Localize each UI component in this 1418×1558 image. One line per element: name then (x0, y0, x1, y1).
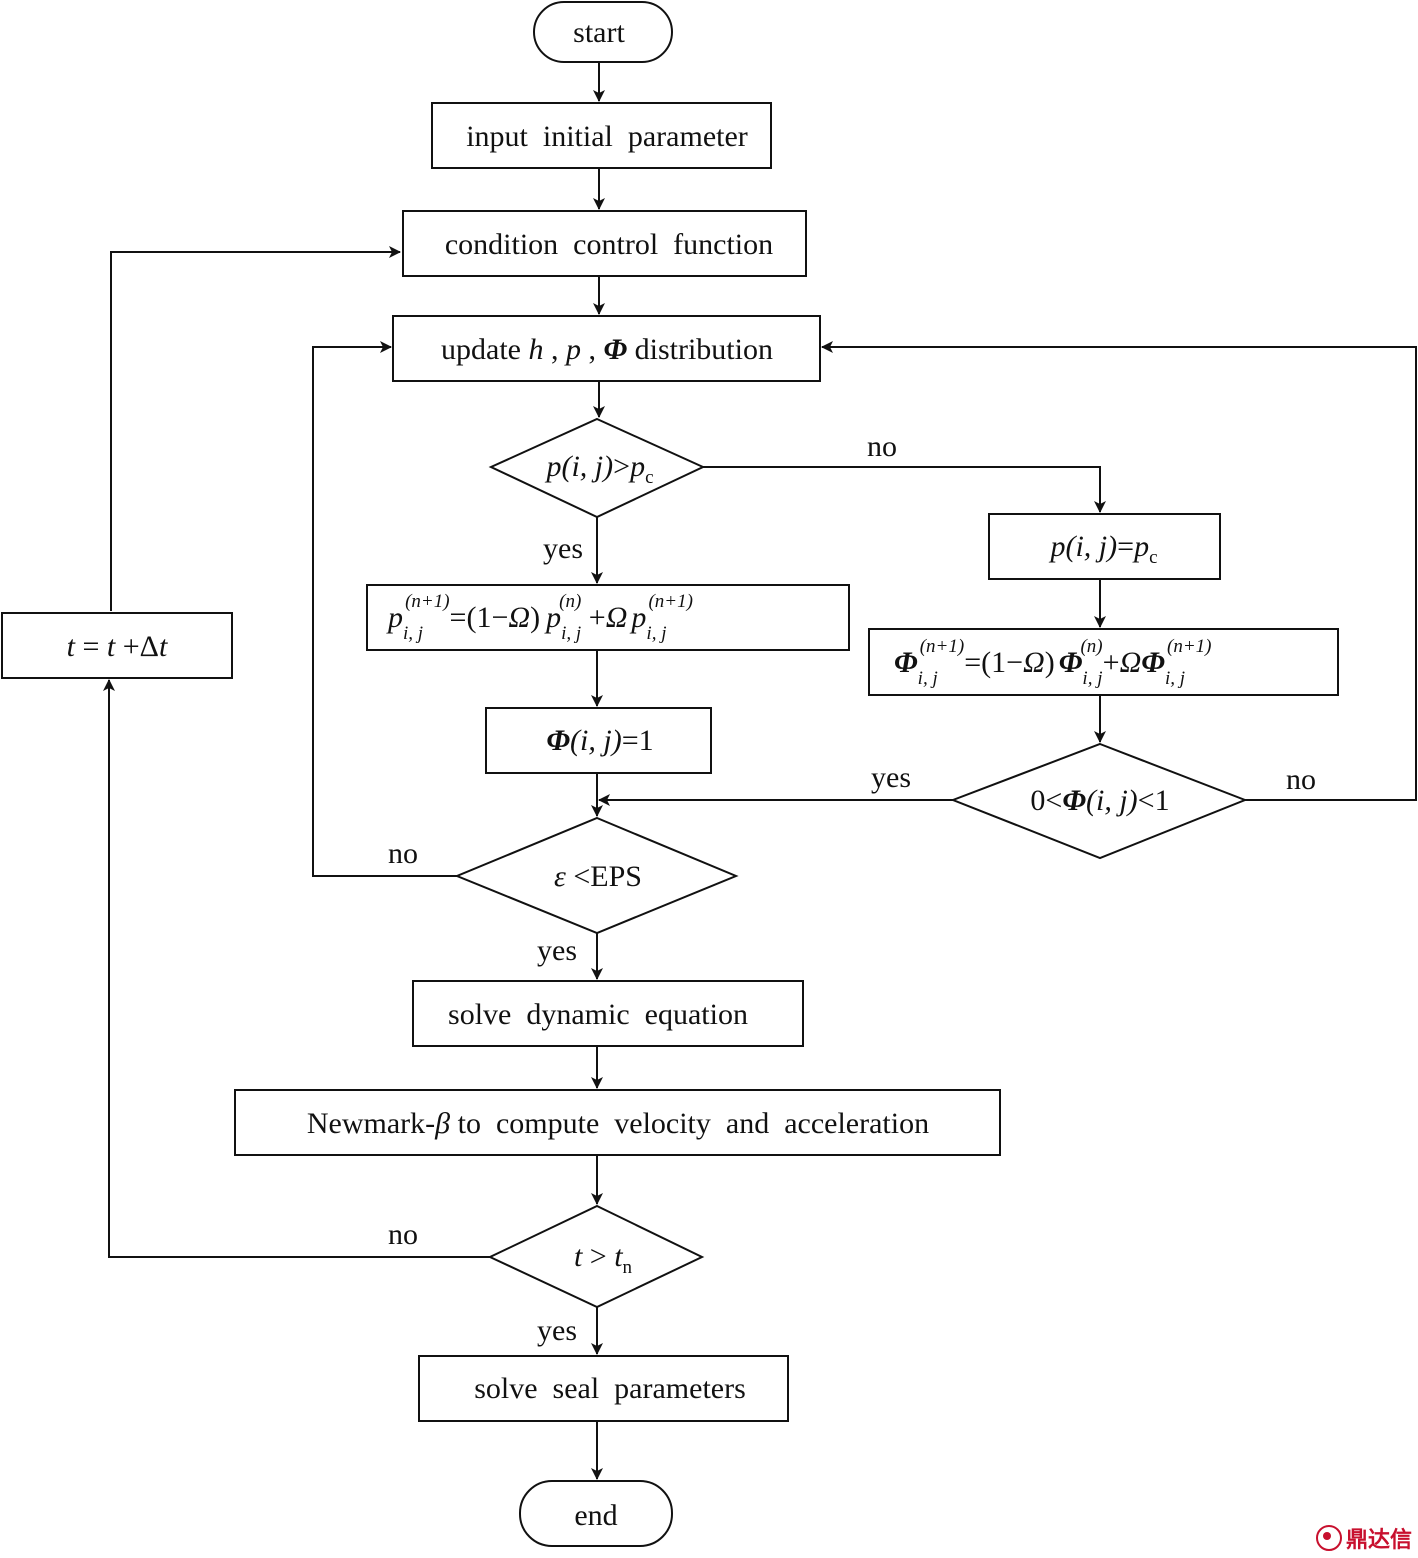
decision-convergence-label: ε <EPS (554, 860, 642, 893)
condition-control-label: condition control function (445, 228, 773, 261)
decision-pressure-no-label: no (867, 430, 897, 463)
edge-decision-phi-no (821, 341, 1417, 801)
decision-phi-no-label: no (1286, 763, 1316, 796)
edge-decision-p-no (703, 466, 1106, 513)
solve-seal-box: solve seal parameters (418, 1355, 789, 1422)
time-step-box: t = t +Δt (1, 612, 233, 679)
watermark-logo: 鼎达信 (1315, 1522, 1412, 1554)
relax-phi-formula: Φi, j(n+1)=(1−Ω)Φi, j(n)+ΩΦi, j(n+1) (894, 636, 1211, 689)
start-terminal: start (533, 1, 673, 63)
update-distribution-label: update h , p , Φ distribution (441, 333, 773, 366)
newmark-label: Newmark-β to compute velocity and accele… (307, 1107, 929, 1140)
edge-decision-t-no (103, 679, 490, 1258)
set-phi-box: Φ(i, j)=1 (485, 707, 712, 774)
decision-convergence-no-label: no (388, 837, 418, 870)
decision-time: t > tn (487, 1204, 705, 1309)
time-step-label: t = t +Δt (67, 630, 168, 663)
decision-time-no-label: no (388, 1218, 418, 1251)
solve-dynamic-box: solve dynamic equation (412, 980, 804, 1047)
set-pressure-box: p(i, j)=pc (988, 513, 1221, 580)
decision-phi-yes-label: yes (871, 761, 911, 794)
decision-convergence-yes-label: yes (537, 934, 577, 967)
input-parameter-box: input initial parameter (431, 102, 772, 169)
decision-time-label: t > tn (574, 1240, 633, 1278)
decision-time-yes-label: yes (537, 1314, 577, 1347)
set-pressure-label: p(i, j)=pc (1048, 530, 1157, 568)
relax-phi-box: Φi, j(n+1)=(1−Ω)Φi, j(n)+ΩΦi, j(n+1) (868, 628, 1339, 696)
end-label: end (574, 1499, 617, 1532)
condition-control-box: condition control function (402, 210, 807, 277)
solve-seal-label: solve seal parameters (474, 1372, 746, 1405)
edge-timestep-condition (110, 246, 401, 611)
decision-pressure-yes-label: yes (543, 532, 583, 565)
newmark-box: Newmark-β to compute velocity and accele… (234, 1089, 1001, 1156)
decision-phi-label: 0<Φ(i, j)<1 (1030, 784, 1169, 817)
watermark-text: 鼎达信 (1345, 1528, 1412, 1553)
input-parameter-label: input initial parameter (466, 120, 748, 153)
decision-pressure: p(i, j)>pc (488, 417, 706, 519)
connectors (103, 62, 1417, 1480)
end-terminal: end (519, 1480, 673, 1547)
decision-pressure-label: p(i, j)>pc (544, 450, 653, 488)
seal-icon (1315, 1525, 1342, 1551)
update-distribution-box: update h , p , Φ distribution (392, 315, 821, 382)
decision-phi: 0<Φ(i, j)<1 (950, 742, 1248, 860)
set-phi-label: Φ(i, j)=1 (546, 724, 653, 757)
solve-dynamic-label: solve dynamic equation (448, 998, 748, 1031)
edge-eps-no (312, 341, 457, 877)
decision-convergence: ε <EPS (454, 816, 739, 935)
start-label: start (573, 16, 625, 49)
